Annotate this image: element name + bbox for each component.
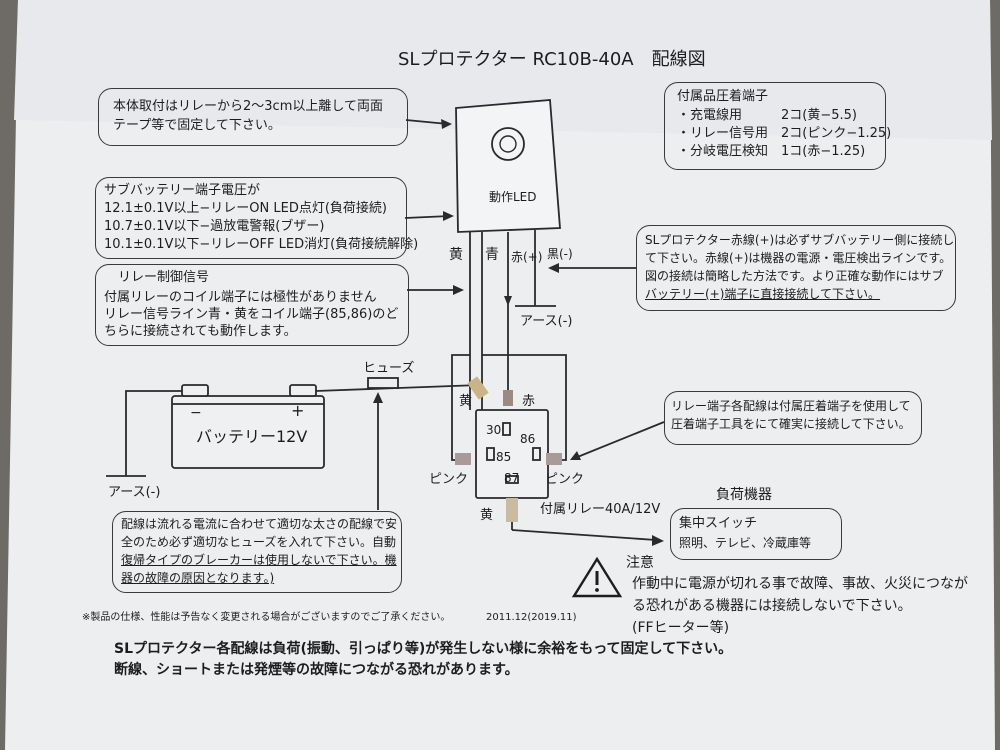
arrowhead-red-wire [548, 263, 559, 273]
arrowhead-load [652, 535, 664, 546]
yellow-crimp-bottom [506, 498, 518, 522]
relay-pin-30: 30 [486, 423, 502, 437]
fuse-note-line-4: 器の故障の原因となります。) [121, 571, 275, 585]
red-crimp-terminal [503, 390, 513, 406]
relay-control-title: リレー制御信号 [118, 270, 210, 285]
warning-triangle-icon [571, 556, 623, 598]
mount-note-line-1: 本体取付はリレーから2〜3cm以上離して両面 [113, 99, 383, 114]
wire-label-yellow-bottom: 黄 [480, 508, 494, 523]
caution-line-3: (FFヒーター等) [632, 620, 730, 636]
relay-pin-87: 87 [504, 471, 520, 485]
relay-control-line-1: 付属リレーのコイル端子には極性がありません [104, 290, 377, 305]
relay-pin-85-slot [486, 447, 495, 461]
relay-pin-86-slot [532, 447, 541, 461]
relay-terminal-line-2: 圧着端子工具をにて確実に接続して下さい。 [671, 417, 911, 431]
relay-pin-85: 85 [496, 450, 512, 464]
leader-relay-terminal [574, 421, 665, 459]
fuse-label: ヒューズ [363, 361, 415, 376]
wire-label-red-plus: 赤(+) [511, 250, 543, 264]
battery-ground-label: アース(-) [108, 485, 161, 500]
subbattery-line-4: 10.1±0.1V以下−リレーOFF LED消灯(負荷接続解除) [104, 237, 419, 252]
load-line-2: 照明、テレビ、冷蔵庫等 [679, 536, 812, 550]
accessories-box: 付属品圧着端子 ・充電線用 2コ(黄−5.5) ・リレー信号用 2コ(ピンク−1… [664, 82, 891, 170]
relay-control-line-3: ちらに接続されても動作します。 [104, 324, 297, 339]
mount-note-line-2: テープ等で固定して下さい。 [113, 118, 281, 133]
arrowhead-mount [441, 119, 452, 129]
battery-minus-sign: − [190, 405, 202, 421]
top-ground-label: アース(-) [520, 314, 573, 329]
battery-plus-sign: + [291, 401, 305, 420]
fuse-note-line-2: 全のため必ず適切なヒューズを入れて下さい。自動 [121, 535, 397, 549]
accessories-title: 付属品圧着端子 [677, 89, 769, 104]
spec-note: ※製品の仕様、性能は予告なく変更される場合がございますのでご了承ください。 [82, 612, 451, 623]
fuse-note-line-3: 復帰タイプのブレーカーは使用しないで下さい。機 [121, 553, 397, 567]
leader-subbattery [404, 215, 451, 219]
wire-label-yellow: 黄 [449, 247, 463, 263]
arrowhead-relay-control [453, 285, 464, 295]
battery-minus-terminal [181, 384, 209, 397]
relay-control-box: リレー制御信号 付属リレーのコイル端子には極性がありません リレー信号ライン青・… [95, 264, 409, 346]
relay-caption: 付属リレー40A/12V [540, 502, 661, 517]
footer-bold-line-1: SLプロテクター各配線は負荷(振動、引っぱり等)が発生しない様に余裕をもって固定… [114, 641, 733, 657]
subbattery-line-1: サブバッテリー端子電圧が [104, 183, 261, 198]
leader-mount [405, 119, 449, 125]
relay-pin-86: 86 [520, 432, 536, 446]
arrowhead-subbattery [443, 211, 454, 221]
battery-label: バッテリー12V [196, 427, 308, 446]
pink-crimp-left [455, 453, 471, 465]
wire-label-yellow-2: 黄 [459, 394, 473, 409]
accessories-line-2: ・リレー信号用 2コ(ピンク−1.25) [677, 126, 892, 141]
battery-case [171, 395, 325, 469]
led-dot [499, 135, 517, 153]
load-title: 負荷機器 [716, 487, 772, 503]
wire-label-pink-right: ピンク [545, 472, 585, 487]
red-wire-line-3: 図の接続は簡略した方法です。より正確な動作にはサブ [645, 269, 944, 283]
wire-label-red: 赤 [522, 394, 536, 409]
red-wire-line-4: バッテリー(+)端子に直接接続して下さい。 [645, 287, 881, 301]
accessories-line-1: ・充電線用 2コ(黄−5.5) [677, 108, 857, 123]
relay-terminal-line-1: リレー端子各配線は付属圧着端子を使用して [671, 399, 911, 413]
mount-note-box: 本体取付はリレーから2〜3cm以上離して両面 テープ等で固定して下さい。 [98, 88, 408, 146]
arrowhead-red-plus [504, 296, 512, 306]
relay-pin-87-slot [505, 475, 519, 484]
fuse-note-line-1: 配線は流れる電流に合わせて適切な太さの配線で安 [121, 517, 398, 531]
accessories-line-3: ・分岐電圧検知 1コ(赤−1.25) [677, 144, 866, 159]
fuse-body [367, 377, 399, 389]
wire-label-blue: 青 [485, 247, 499, 263]
subbattery-voltage-box: サブバッテリー端子電圧が 12.1±0.1V以上−リレーON LED点灯(負荷接… [95, 177, 418, 259]
battery-ground-wire [125, 390, 182, 476]
pink-crimp-right [546, 453, 562, 465]
battery-plus-terminal [289, 384, 317, 397]
load-box: 集中スイッチ 照明、テレビ、冷蔵庫等 [670, 508, 842, 560]
relay-pin-30-slot [502, 422, 511, 436]
arrowhead-fuse [373, 392, 383, 403]
caution-title: 注意 [626, 555, 654, 571]
page-title: SLプロテクター RC10B-40A 配線図 [398, 49, 706, 70]
revision-date: 2011.12(2019.11) [486, 612, 577, 623]
red-wire-line-2: て下さい。赤線(+)は機器の電源・電圧検出ラインです。 [645, 251, 952, 265]
relay-terminal-box: リレー端子各配線は付属圧着端子を使用して 圧着端子工具をにて確実に接続して下さい… [664, 391, 922, 445]
load-arrow-line [511, 529, 657, 541]
footer-bold-line-2: 断線、ショートまたは発煙等の故障につながる恐れがあります。 [114, 662, 519, 678]
relay-control-line-2: リレー信号ライン青・黄をコイル端子(85,86)のど [104, 307, 399, 322]
led-ring [491, 127, 525, 161]
protector-device [455, 99, 561, 233]
red-wire-line-1: SLプロテクター赤線(+)は必ずサブバッテリー側に接続し [645, 233, 955, 247]
wire-label-black-minus: 黒(-) [547, 247, 573, 261]
subbattery-line-3: 10.7±0.1V以下−過放電警報(ブザー) [104, 219, 325, 234]
fuse-note-box: 配線は流れる電流に合わせて適切な太さの配線で安 全のため必ず適切なヒューズを入れ… [112, 511, 402, 593]
load-line-1: 集中スイッチ [679, 516, 758, 531]
arrowhead-relay-terminal [570, 451, 581, 460]
red-wire-box: SLプロテクター赤線(+)は必ずサブバッテリー側に接続し て下さい。赤線(+)は… [636, 225, 956, 311]
led-label: 動作LED [489, 190, 537, 204]
yellow-crimp-terminal [467, 376, 489, 400]
warning-exclamation-dot [595, 588, 599, 592]
caution-line-2: る恐れがある機器には接続しないで下さい。 [632, 598, 912, 614]
subbattery-line-2: 12.1±0.1V以上−リレーON LED点灯(負荷接続) [104, 201, 387, 216]
wire-label-pink-left: ピンク [429, 472, 469, 487]
caution-line-1: 作動中に電源が切れる事で故障、事故、火災につなが [632, 576, 968, 592]
